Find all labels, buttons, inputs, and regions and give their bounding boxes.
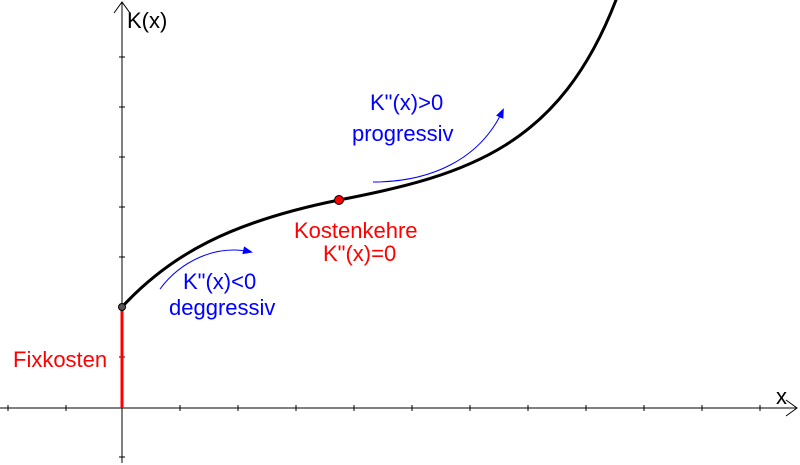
degressive-arrow-icon xyxy=(159,246,253,290)
fixkosten-label: Fixkosten xyxy=(13,347,107,372)
y-axis-ticks xyxy=(119,56,125,458)
inflection-point xyxy=(334,195,344,205)
x-axis xyxy=(0,399,798,417)
cost-curve xyxy=(120,0,618,309)
curve-start-point xyxy=(118,303,126,311)
progressive-label: progressiv xyxy=(352,121,453,146)
x-axis-ticks xyxy=(7,405,761,411)
kostenkehre-condition: K"(x)=0 xyxy=(323,241,396,266)
x-axis-label: x xyxy=(776,384,787,409)
progressive-arrow-icon xyxy=(372,108,504,183)
kostenkehre-title: Kostenkehre xyxy=(294,218,418,243)
x-axis-arrow-icon xyxy=(785,399,798,417)
y-axis-label: K(x) xyxy=(127,8,167,33)
degressive-label: deggressiv xyxy=(169,295,275,320)
degressive-condition: K"(x)<0 xyxy=(183,269,256,294)
y-axis-arrow-icon xyxy=(113,1,131,14)
progressive-condition: K"(x)>0 xyxy=(370,90,443,115)
